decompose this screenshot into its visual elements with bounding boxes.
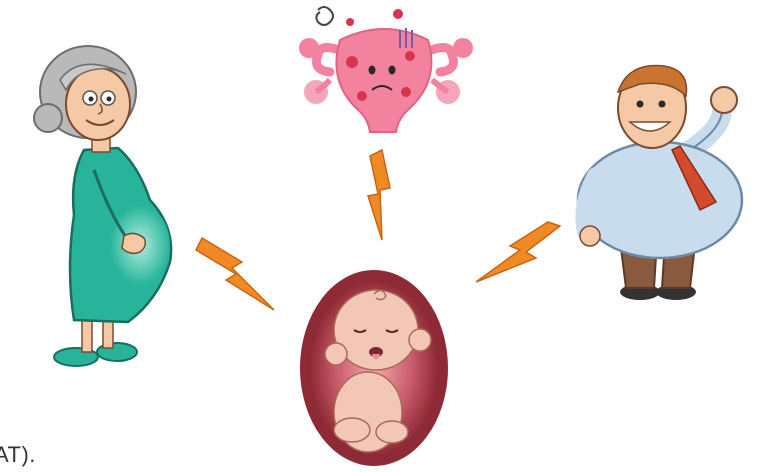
fetus-icon xyxy=(300,270,448,466)
lightning-arrow-icon xyxy=(476,222,560,282)
obese-man-icon xyxy=(578,66,742,300)
uterus-icon xyxy=(299,7,473,132)
lightning-arrow-icon xyxy=(368,150,390,240)
lightning-arrow-icon xyxy=(196,238,274,310)
pregnant-elderly-woman-icon xyxy=(34,46,171,366)
caption-fragment: AT). xyxy=(0,442,36,468)
